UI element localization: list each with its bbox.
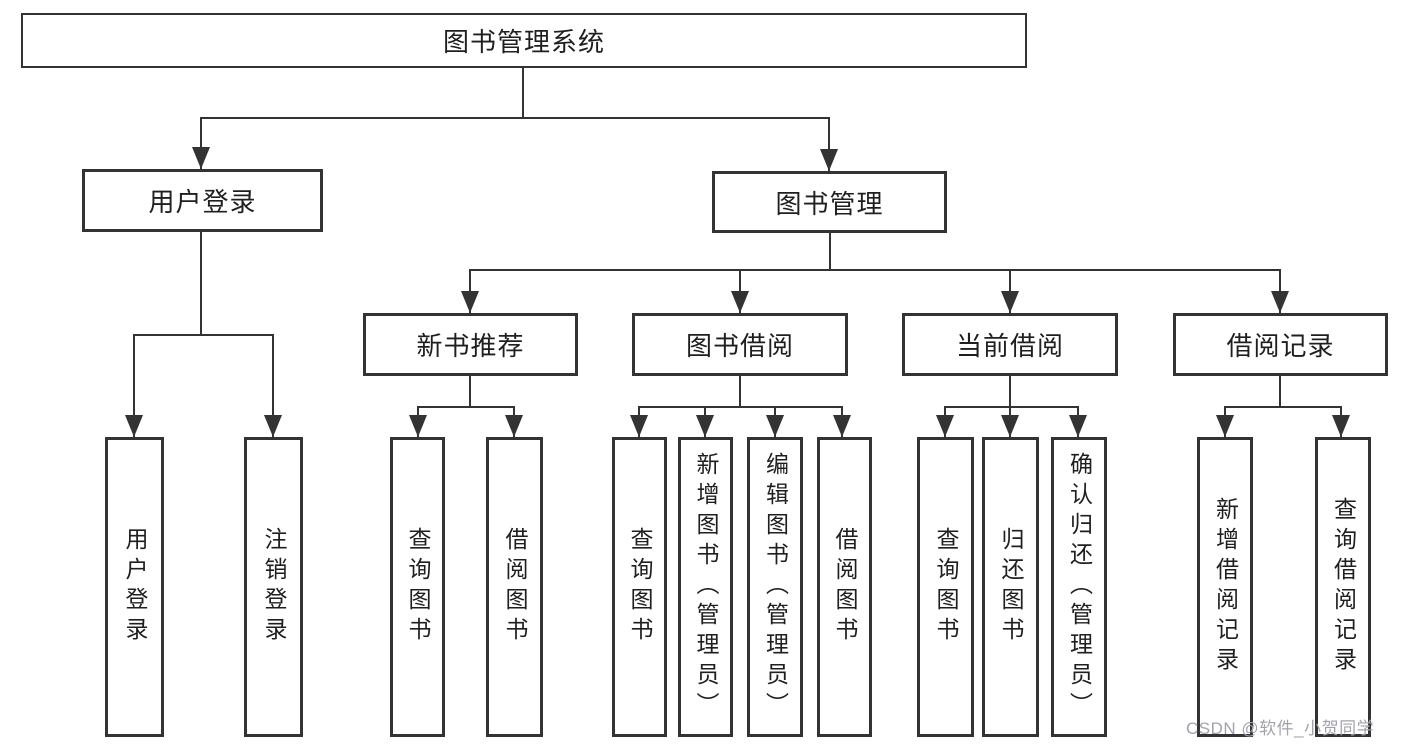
- leaf-borrow-borrow-books: 借阅图书: [817, 437, 872, 737]
- leaf-current-confirm-return-admin: 确认归还（管理员）: [1051, 437, 1107, 737]
- connector-line: [522, 68, 524, 118]
- down-arrow-icon: [731, 269, 749, 313]
- connector-line: [1279, 376, 1281, 407]
- node-book-borrow: 图书借阅: [632, 313, 848, 376]
- leaf-borrow-query-books: 查询图书: [612, 437, 667, 737]
- down-arrow-icon: [696, 406, 714, 437]
- down-arrow-icon: [264, 334, 282, 437]
- leaf-current-return-books: 归还图书: [982, 437, 1039, 737]
- node-current-borrow: 当前借阅: [902, 313, 1118, 376]
- connector-line: [1009, 376, 1011, 407]
- down-arrow-icon: [833, 406, 851, 437]
- leaf-current-query-books-label: 查询图书: [933, 527, 959, 647]
- leaf-record-add-borrow-record: 新增借阅记录: [1197, 437, 1253, 737]
- node-new-book-recommend-label: 新书推荐: [416, 331, 525, 361]
- node-borrow-record-label: 借阅记录: [1226, 331, 1335, 361]
- leaf-current-return-books-label: 归还图书: [998, 527, 1024, 647]
- down-arrow-icon: [766, 406, 784, 437]
- down-arrow-icon: [936, 406, 954, 437]
- connector-line: [944, 406, 1079, 408]
- connector-line: [469, 269, 1281, 271]
- down-arrow-icon: [820, 117, 838, 171]
- leaf-user-login-label: 用户登录: [122, 527, 148, 647]
- leaf-borrow-query-books-label: 查询图书: [627, 527, 653, 647]
- leaf-borrow-add-books-admin-label: 新增图书（管理员）: [693, 452, 719, 722]
- connector-line: [417, 406, 514, 408]
- down-arrow-icon: [125, 334, 143, 437]
- leaf-borrow-edit-books-admin: 编辑图书（管理员）: [747, 437, 803, 737]
- leaf-record-query-borrow-record: 查询借阅记录: [1315, 437, 1371, 737]
- leaf-record-query-borrow-record-label: 查询借阅记录: [1330, 497, 1357, 677]
- down-arrow-icon: [1271, 269, 1289, 313]
- node-book-management: 图书管理: [712, 171, 947, 233]
- leaf-logout-login: 注销登录: [244, 437, 303, 737]
- connector-line: [200, 117, 830, 119]
- leaf-logout-login-label: 注销登录: [261, 527, 287, 647]
- leaf-current-query-books: 查询图书: [917, 437, 974, 737]
- down-arrow-icon: [1069, 406, 1087, 437]
- connector-line: [200, 232, 202, 335]
- connector-line: [1224, 406, 1342, 408]
- down-arrow-icon: [1001, 269, 1019, 313]
- watermark-text: CSDN @软件_小贺同学: [1186, 719, 1375, 738]
- down-arrow-icon: [409, 406, 427, 437]
- connector-line: [133, 334, 274, 336]
- leaf-newbook-query-books-label: 查询图书: [405, 527, 431, 647]
- down-arrow-icon: [461, 269, 479, 313]
- node-book-management-label: 图书管理: [775, 188, 884, 219]
- down-arrow-icon: [630, 406, 648, 437]
- node-borrow-record: 借阅记录: [1173, 313, 1388, 376]
- leaf-newbook-query-books: 查询图书: [390, 437, 445, 737]
- down-arrow-icon: [1001, 406, 1019, 437]
- down-arrow-icon: [505, 406, 523, 437]
- leaf-current-confirm-return-admin-label: 确认归还（管理员）: [1066, 452, 1093, 722]
- leaf-borrow-edit-books-admin-label: 编辑图书（管理员）: [762, 452, 789, 722]
- connector-line: [469, 376, 471, 407]
- node-root: 图书管理系统: [21, 13, 1027, 68]
- leaf-borrow-borrow-books-label: 借阅图书: [832, 527, 858, 647]
- down-arrow-icon: [192, 117, 210, 169]
- leaf-newbook-borrow-books-label: 借阅图书: [502, 527, 528, 647]
- leaf-record-add-borrow-record-label: 新增借阅记录: [1212, 497, 1239, 677]
- node-current-borrow-label: 当前借阅: [955, 331, 1064, 361]
- node-user-login: 用户登录: [82, 169, 323, 232]
- down-arrow-icon: [1216, 406, 1234, 437]
- node-new-book-recommend: 新书推荐: [363, 313, 578, 376]
- connector-line: [638, 406, 843, 408]
- leaf-newbook-borrow-books: 借阅图书: [486, 437, 543, 737]
- down-arrow-icon: [1332, 406, 1350, 437]
- leaf-user-login: 用户登录: [105, 437, 164, 737]
- node-user-login-label: 用户登录: [148, 187, 257, 217]
- node-book-borrow-label: 图书借阅: [685, 331, 794, 361]
- connector-line: [829, 233, 831, 270]
- connector-line: [739, 376, 741, 407]
- leaf-borrow-add-books-admin: 新增图书（管理员）: [678, 437, 733, 737]
- node-root-label: 图书管理系统: [442, 27, 605, 57]
